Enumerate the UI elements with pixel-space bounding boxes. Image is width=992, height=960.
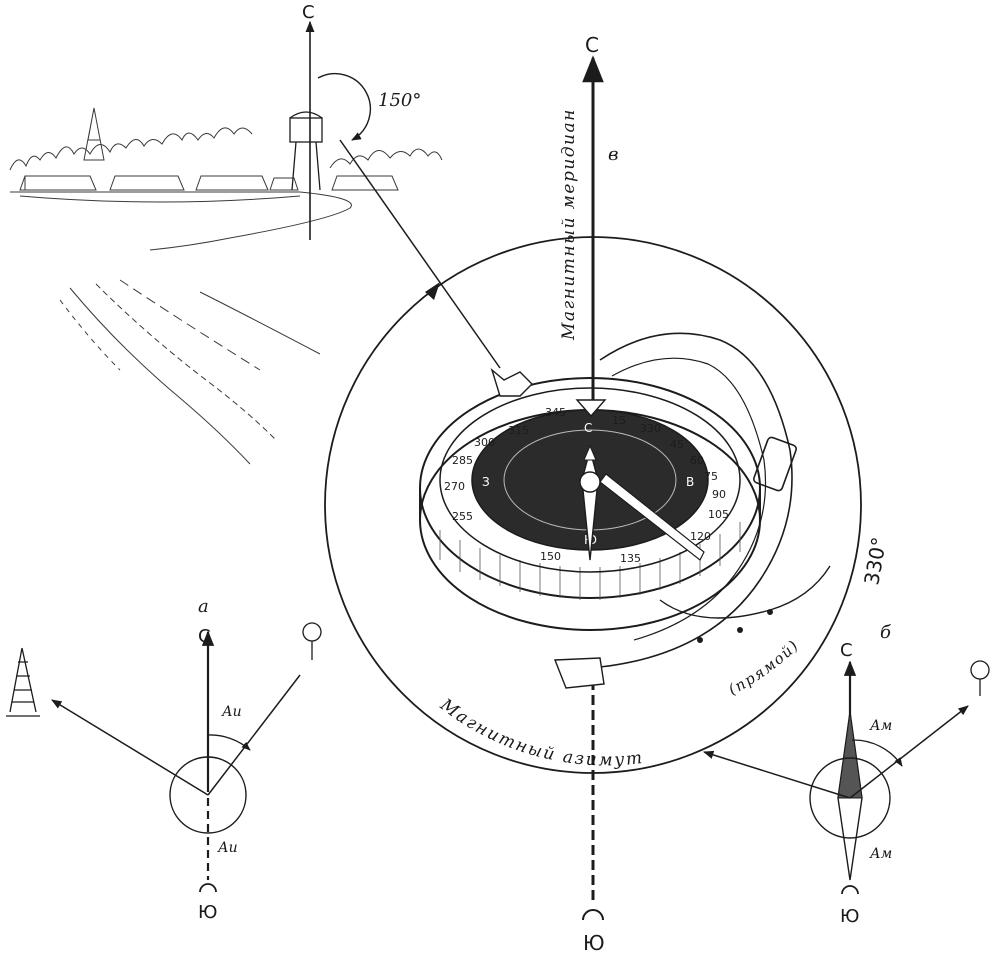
strap-hole-3 bbox=[767, 609, 773, 615]
dial-num-300: 300 bbox=[474, 436, 495, 449]
dial-num-255: 255 bbox=[452, 510, 473, 523]
dial-num-150: 150 bbox=[540, 550, 561, 563]
direct-caption: (прямой) bbox=[725, 636, 801, 699]
panel-a-tower-icon bbox=[6, 647, 40, 717]
compass-strap-inner bbox=[611, 357, 767, 641]
north-label-landscape: С bbox=[302, 2, 315, 23]
panel-a-south-label: Ю bbox=[198, 902, 217, 923]
angle-arc-150 bbox=[317, 72, 372, 141]
south-marker-main bbox=[582, 909, 604, 921]
panel-a-tower-direction bbox=[51, 699, 209, 796]
panel-a-angle-bottom: Аи bbox=[217, 840, 238, 856]
bezel-numbers: 345 15 330 315 300 285 270 255 45 60 75 … bbox=[444, 406, 729, 565]
panel-a: а С Ю Аи Аи bbox=[6, 596, 322, 923]
panel-b-south-marker bbox=[841, 885, 859, 895]
dial-num-105: 105 bbox=[708, 508, 729, 521]
panel-b-tree-icon bbox=[970, 660, 990, 696]
panel-a-south-marker bbox=[199, 883, 217, 893]
compass-clip bbox=[553, 657, 605, 689]
panel-b-angle-arc bbox=[851, 739, 903, 767]
north-label-main: С bbox=[585, 33, 599, 57]
dial-num-15: 15 bbox=[612, 414, 626, 427]
angle-label-330: 330° bbox=[859, 535, 891, 587]
angle-label-150: 150° bbox=[378, 90, 421, 111]
azimuth-caption-text: Магнитный азимут bbox=[436, 695, 646, 771]
dial-num-120: 120 bbox=[690, 530, 711, 543]
panel-v-letter: в bbox=[608, 144, 618, 165]
compass: 345 15 330 315 300 285 270 255 45 60 75 … bbox=[419, 332, 831, 689]
panel-b-north-label: С bbox=[840, 640, 853, 661]
fir-tree bbox=[83, 107, 105, 161]
houses bbox=[19, 175, 399, 191]
strap-hole-2 bbox=[737, 627, 743, 633]
panel-b-angle-top: Ам bbox=[869, 718, 892, 734]
treeline bbox=[9, 127, 253, 171]
dial-num-315: 315 bbox=[508, 424, 529, 437]
dial-num-90: 90 bbox=[712, 488, 726, 501]
dial-num-135: 135 bbox=[620, 552, 641, 565]
dial-num-45: 45 bbox=[670, 438, 684, 451]
panel-a-angle-arc bbox=[207, 734, 251, 751]
panel-b-tree-direction bbox=[849, 705, 969, 799]
dial-num-75: 75 bbox=[704, 470, 718, 483]
dial-num-285: 285 bbox=[452, 454, 473, 467]
panel-b-letter: б bbox=[880, 622, 892, 643]
strap-hole-1 bbox=[697, 637, 703, 643]
compass-front-sight bbox=[575, 399, 607, 418]
water-tower bbox=[289, 111, 323, 191]
panel-a-angle-top: Аи bbox=[221, 704, 242, 720]
panel-b-south-label: Ю bbox=[840, 906, 859, 927]
compass-rear-sight bbox=[490, 367, 533, 397]
compass-pointer bbox=[599, 473, 705, 561]
panel-a-letter: а bbox=[198, 596, 209, 617]
road bbox=[10, 191, 352, 251]
azimuth-circle bbox=[324, 236, 862, 774]
needle-pivot bbox=[579, 471, 601, 493]
azimuth-caption: Магнитный азимут bbox=[436, 695, 644, 771]
dial-num-60: 60 bbox=[690, 454, 704, 467]
dial-num-330: 330 bbox=[640, 422, 661, 435]
south-label-main: Ю bbox=[583, 931, 605, 955]
meridian-caption: Магнитный меридиан bbox=[559, 108, 579, 341]
panel-b-needle-north bbox=[837, 711, 863, 799]
field-furrows bbox=[59, 279, 321, 465]
panel-a-tree-direction bbox=[207, 674, 301, 796]
panel-a-north-label: С bbox=[198, 626, 211, 647]
azimuth-arc-arrow bbox=[425, 282, 440, 300]
panel-a-angle-circle bbox=[169, 756, 247, 834]
panel-b: б С Ю Ам Ам bbox=[702, 622, 990, 927]
dial-cardinal-e: В bbox=[686, 475, 694, 489]
dial-num-345: 345 bbox=[545, 406, 566, 419]
direct-caption-text: (прямой) bbox=[725, 636, 802, 699]
panel-b-angle-circle bbox=[809, 757, 891, 839]
dial-cardinal-n: С bbox=[584, 421, 592, 435]
landscape-scene: С 150° bbox=[9, 2, 443, 465]
panel-b-angle-bottom: Ам bbox=[869, 846, 892, 862]
compass-strap-outer bbox=[559, 332, 793, 669]
ground-line bbox=[19, 195, 301, 203]
panel-a-tree-icon bbox=[302, 622, 322, 660]
dial-num-270: 270 bbox=[444, 480, 465, 493]
compass-bezel bbox=[439, 387, 741, 573]
sighting-line bbox=[339, 139, 501, 369]
panel-b-object-direction bbox=[702, 750, 851, 799]
compass-case-sides bbox=[419, 488, 761, 520]
dial-cardinal-w: З bbox=[482, 475, 490, 489]
treeline-right bbox=[329, 148, 443, 169]
case-ribbing bbox=[439, 522, 741, 600]
strap-buckle bbox=[753, 436, 797, 492]
needle-north-tip bbox=[583, 444, 597, 461]
